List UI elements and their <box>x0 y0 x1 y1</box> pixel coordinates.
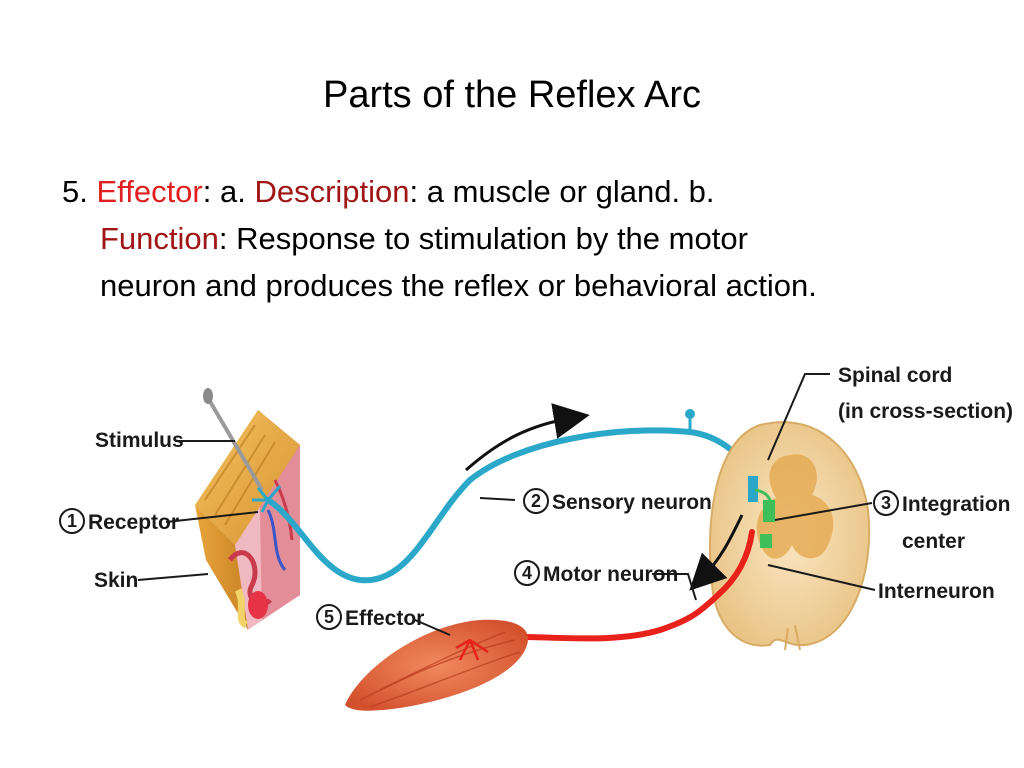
bullet-effector: 5. Effector: a. Description: a muscle or… <box>62 168 982 309</box>
bullet-line-3: neuron and produces the reflex or behavi… <box>100 268 817 303</box>
label-sensory-neuron: Sensory neuron <box>552 491 712 514</box>
label-motor-neuron: Motor neuron <box>543 563 678 586</box>
skin-block <box>195 410 300 630</box>
motor-number: 4 <box>522 563 532 583</box>
sensory-number-circle <box>523 488 549 514</box>
receptor-number: 1 <box>67 511 77 531</box>
term-function: Function <box>100 221 219 256</box>
receptor-dendrites <box>252 485 282 513</box>
label-stimulus: Stimulus <box>95 429 184 452</box>
term-description: Description <box>254 174 410 209</box>
label-spinal-cord: Spinal cord <box>838 364 952 387</box>
receptor-number-circle <box>59 508 85 534</box>
description-text: : a muscle or gland. b. <box>409 174 715 209</box>
integration-number: 3 <box>881 493 891 513</box>
sensory-number: 2 <box>531 491 541 511</box>
stimulus-needle <box>203 388 264 492</box>
separator-a: : a. <box>202 174 246 209</box>
spinal-cord <box>709 421 871 651</box>
slide-title: Parts of the Reflex Arc <box>322 74 702 116</box>
motor-neuron-path <box>467 529 755 643</box>
effector-number: 5 <box>324 607 334 627</box>
sensory-direction-arrow <box>465 403 590 472</box>
label-spinal-cord-cross-section: (in cross-section) <box>838 400 1013 423</box>
motor-number-circle <box>514 560 540 586</box>
effector-muscle <box>345 619 528 711</box>
term-effector: Effector <box>96 174 203 209</box>
label-skin: Skin <box>94 569 138 592</box>
sensory-cell-body <box>685 409 695 419</box>
bullet-line-2: Function: Response to stimulation by the… <box>62 215 982 262</box>
label-receptor: Receptor <box>88 511 179 534</box>
bullet-number: 5. <box>62 174 88 209</box>
label-integration-center: center <box>902 530 965 553</box>
sensory-neuron-path <box>265 427 751 584</box>
label-interneuron: Interneuron <box>878 580 995 603</box>
leader-lines <box>137 373 876 636</box>
integration-number-circle <box>873 490 899 516</box>
function-text: : Response to stimulation by the motor <box>218 221 748 256</box>
effector-number-circle <box>316 604 342 630</box>
motor-direction-arrow <box>689 514 744 591</box>
label-effector: Effector <box>345 607 424 630</box>
label-integration: Integration <box>902 493 1011 516</box>
